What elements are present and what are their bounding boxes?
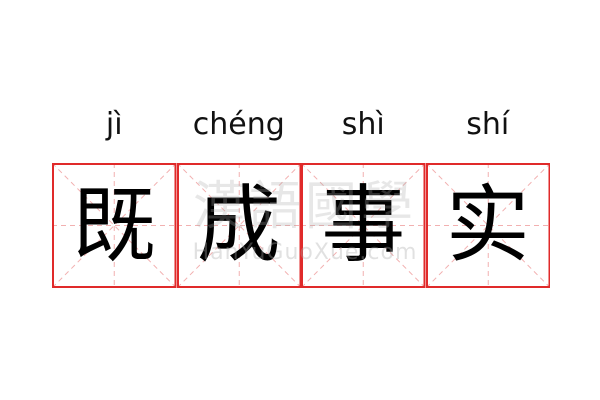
rice-grid-guides — [176, 163, 301, 288]
character-4: 实 — [445, 176, 530, 274]
char-cell-3: 事 — [301, 163, 426, 288]
character-3: 事 — [321, 176, 406, 274]
character-2: 成 — [196, 176, 281, 274]
rice-grid-guides — [52, 163, 177, 288]
char-cell-4: 实 — [425, 163, 550, 288]
char-cell-1: 既 — [52, 163, 177, 288]
pinyin-4: shí — [466, 107, 510, 142]
pinyin-1: jì — [105, 107, 123, 142]
character-1: 既 — [72, 176, 157, 274]
rice-grid-guides — [425, 163, 550, 288]
pinyin-3: shì — [341, 107, 385, 142]
character-grid: 既 成 事 — [52, 163, 550, 288]
pinyin-row: jì chéng shì shí — [52, 100, 550, 150]
char-cell-2: 成 — [176, 163, 301, 288]
pinyin-2: chéng — [192, 107, 285, 142]
rice-grid-guides — [301, 163, 426, 288]
